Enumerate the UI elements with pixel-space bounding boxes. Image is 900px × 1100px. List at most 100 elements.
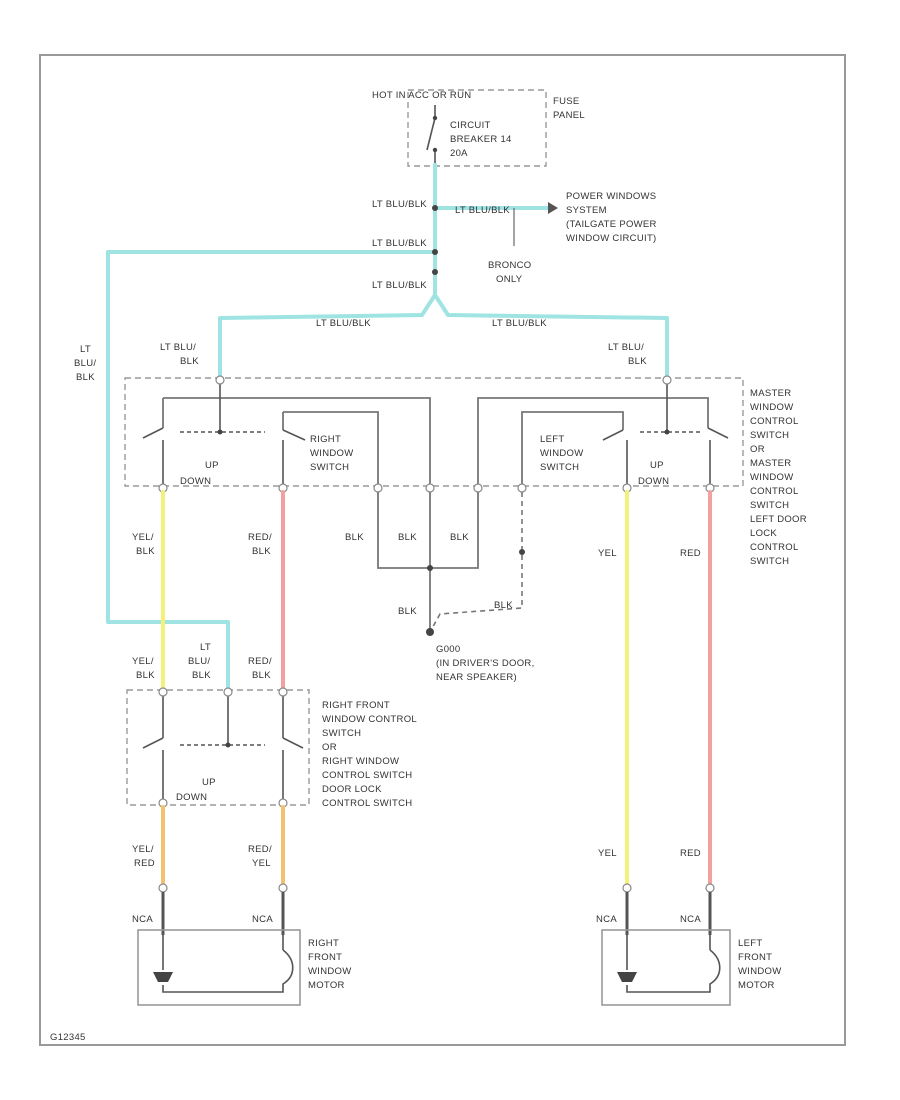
rf-common-contact [225,742,231,748]
right-front-window-motor [137,929,301,1006]
splice-dot-2 [432,249,438,255]
yel-red-label-2: RED [134,858,155,869]
master-label-3: CONTROL [750,416,799,427]
connector-pin [425,483,435,493]
master-left-up-label: UP [205,460,219,471]
ground-label-3: NEAR SPEAKER) [436,672,517,683]
master-label-12: CONTROL [750,542,799,553]
blk-dash-label: BLK [494,600,513,611]
blk-ground-wires [377,492,479,632]
left-vertical-label-2: BLU/ [74,358,96,369]
rf-switch-label-5: RIGHT WINDOW [322,756,399,767]
ground-icon [426,628,434,636]
lt-blu-label-2: LT BLU/BLK [372,238,427,249]
left-common-contact [217,429,223,435]
yel-label-upper: YEL [598,548,617,559]
power-windows-label-4: WINDOW CIRCUIT) [566,233,657,244]
breaker-label-2: BREAKER 14 [450,134,512,145]
master-label-8: CONTROL [750,486,799,497]
right-down-blade [707,427,729,439]
left-window-switch-label-2: WINDOW [540,448,583,459]
rf-up-label: UP [202,777,216,788]
connector-pin [215,375,225,385]
master-right-input-label-2: BLK [628,356,647,367]
breaker-contact-bottom [432,147,438,153]
left-motor-label-2: FRONT [738,952,772,963]
right-motor-label-4: MOTOR [308,980,345,991]
blk-label-4: BLK [398,606,417,617]
master-right-internal-wires [477,397,709,486]
master-label-11: LOCK [750,528,777,539]
red-blk-label-2: BLK [252,546,271,557]
connector-pin [622,883,632,893]
blk-dashed-ground-wire [429,492,523,633]
connector-pin [662,375,672,385]
rf-lt-blu-label-2: BLU/ [188,656,210,667]
master-label-7: WINDOW [750,472,793,483]
rf-down-blade [282,737,304,749]
bronco-label-1: BRONCO [488,260,532,271]
motor-connectors: NCA NCA NCA NCA [132,883,715,935]
master-left-input-label-1: LT BLU/ [160,342,196,353]
right-motor-label-1: RIGHT [308,938,339,949]
nca-label-1: NCA [132,914,153,925]
dashed-splice-dot [519,549,525,555]
left-vertical-label-1: LT [80,344,91,355]
motor-icon [617,972,637,982]
lt-blu-right-switch-wire [106,250,437,692]
nca-label-2: NCA [252,914,273,925]
lt-blu-label-pw: LT BLU/BLK [455,205,510,216]
rf-red-blk-label-1: RED/ [248,656,272,667]
lt-blu-label-3: LT BLU/BLK [372,280,427,291]
breaker-label-1: CIRCUIT [450,120,491,131]
breaker-label-3: 20A [450,148,468,159]
master-label-4: SWITCH [750,430,789,441]
motor-winding [162,949,294,993]
rf-switch-label-8: CONTROL SWITCH [322,798,412,809]
red-blk-label-1: RED/ [248,532,272,543]
motor-winding [626,949,721,993]
hot-label: HOT IN ACC OR RUN [372,90,471,101]
red-yel-label-2: YEL [252,858,271,869]
rf-yel-blk-label-2: BLK [136,670,155,681]
rf-up-blade [142,737,164,749]
left-front-window-motor [601,929,731,1006]
master-label-9: SWITCH [750,500,789,511]
rf-switch-label-1: RIGHT FRONT [322,700,390,711]
red-label-lower: RED [680,848,701,859]
rf-yel-blk-label-1: YEL/ [132,656,154,667]
nca-label-3: NCA [596,914,617,925]
footer-code: G12345 [50,1032,86,1043]
right-motor-label-3: WINDOW [308,966,351,977]
left-motor-label-1: LEFT [738,938,762,949]
rf-switch-label-4: OR [322,742,337,753]
master-window-switch: UP DOWN UP DOWN RIGHT WINDOW SWITCH LEFT… [124,377,744,487]
ground-wiring: BLK BLK BLK BLK BLK G000 (IN DRIVER'S DO… [345,492,534,683]
right-motor-label-2: FRONT [308,952,342,963]
right-up-blade [602,429,624,441]
rf-down-label: DOWN [176,792,207,803]
connector-pin [517,483,527,493]
red-label-upper: RED [680,548,701,559]
left-down-blade [282,429,306,441]
left-up-blade [142,427,164,439]
yel-blk-label-1: YEL/ [132,532,154,543]
master-right-input-label-1: LT BLU/ [608,342,644,353]
nca-label-4: NCA [680,914,701,925]
motor-icon [153,972,173,982]
power-windows-label-3: (TAILGATE POWER [566,219,657,230]
fuse-panel-label-2: PANEL [553,110,585,121]
lt-blu-blk-wires [106,163,669,692]
master-right-down-label: DOWN [638,476,669,487]
right-window-switch-label-1: RIGHT [310,434,341,445]
power-windows-label-1: POWER WINDOWS [566,191,656,202]
rf-lt-blu-label-3: BLK [192,670,211,681]
lt-blu-label-right-split: LT BLU/BLK [492,318,547,329]
blk-label-3: BLK [450,532,469,543]
breaker-blade [426,117,436,151]
bronco-label-2: ONLY [496,274,523,285]
rf-switch-label-2: WINDOW CONTROL [322,714,417,725]
master-label-13: SWITCH [750,556,789,567]
